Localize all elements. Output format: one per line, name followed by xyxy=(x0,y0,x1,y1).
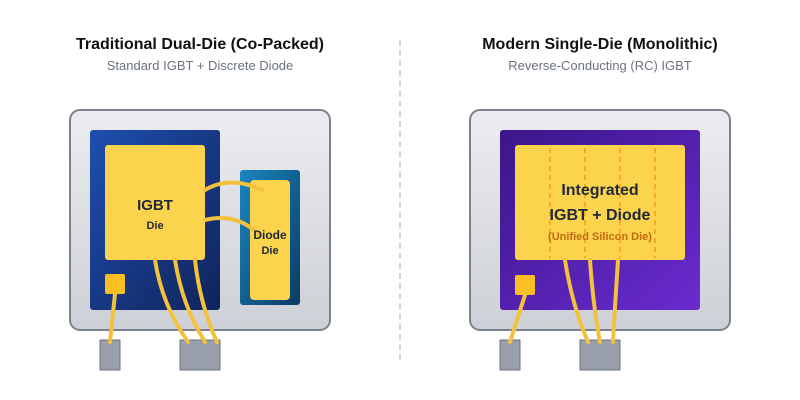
gate-pad xyxy=(105,274,125,294)
left-title: Traditional Dual-Die (Co-Packed) xyxy=(75,36,325,53)
gate-pad xyxy=(515,275,535,295)
die-label-line1: Integrated xyxy=(561,182,638,199)
emitter-bond-wire-2 xyxy=(588,258,602,344)
emitter-bond-wire-3 xyxy=(193,258,219,344)
power-lead-right xyxy=(579,339,621,371)
gate-lead xyxy=(99,339,121,371)
gate-lead xyxy=(499,339,521,371)
gate-bond-wire xyxy=(508,293,527,344)
bond-wire-igbt-diode-1 xyxy=(203,180,264,192)
right-title: Modern Single-Die (Monolithic) xyxy=(482,36,718,53)
left-panel: Traditional Dual-Die (Co-Packed) Standar… xyxy=(69,36,331,371)
gate-bond-wire xyxy=(108,292,117,344)
igbt-die xyxy=(105,145,205,260)
igbt-label: IGBT xyxy=(137,197,173,214)
right-subtitle: Reverse-Conducting (RC) IGBT xyxy=(508,58,692,73)
diode-sublabel: Die xyxy=(261,245,278,257)
emitter-bond-wire-1 xyxy=(563,258,590,344)
die-label-line3: (Unified Silicon Die) xyxy=(548,231,652,243)
diode-die xyxy=(250,180,290,300)
dual-die-diagram: IGBT Die Diode Die xyxy=(69,109,331,371)
single-die-diagram: Integrated IGBT + Diode (Unified Silicon… xyxy=(469,109,731,371)
bond-wire-igbt-diode-2 xyxy=(203,216,262,238)
emitter-bond-wire-2 xyxy=(173,258,207,344)
emitter-bond-wire-3 xyxy=(611,258,620,344)
integrated-die xyxy=(515,145,685,260)
die-label-line2: IGBT + Diode xyxy=(550,207,651,224)
emitter-bond-wire-1 xyxy=(153,258,190,344)
igbt-sublabel: Die xyxy=(146,220,163,232)
right-panel: Modern Single-Die (Monolithic) Reverse-C… xyxy=(400,0,800,400)
panel-divider xyxy=(399,40,401,360)
power-lead-left xyxy=(179,339,221,371)
left-subtitle: Standard IGBT + Discrete Diode xyxy=(106,58,294,73)
diode-label: Diode xyxy=(253,228,287,242)
